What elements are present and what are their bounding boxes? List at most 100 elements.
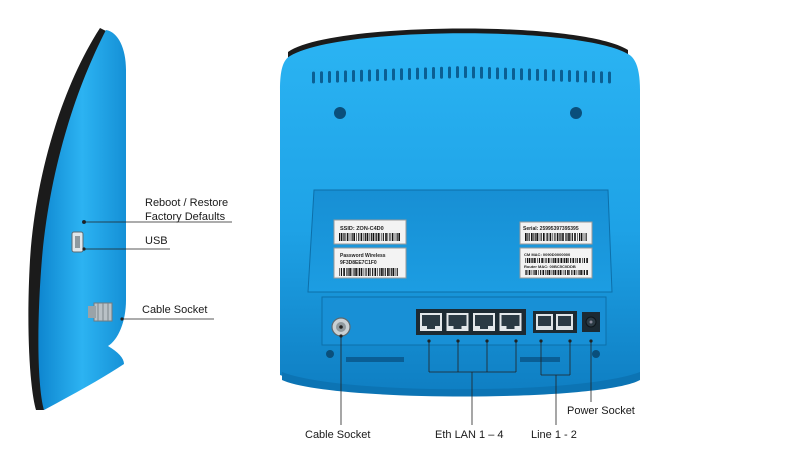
ssid-sticker [333,219,407,245]
barcode-bar [554,270,557,275]
barcode-bar [339,268,340,276]
barcode-bar [568,233,570,241]
vent-slot [512,67,515,80]
barcode-bar [378,233,380,241]
vent-slot [328,70,331,83]
barcode-bar [343,233,344,241]
barcode-bar [565,258,568,263]
vent-slot [456,66,459,79]
vent-slot [576,70,579,83]
barcode-bar [389,268,390,276]
vent-slot [488,67,491,80]
vent-slot [592,70,595,83]
barcode-bar [560,233,562,241]
cable-socket-side-label: Cable Socket [142,304,208,316]
barcode-bar [349,268,351,276]
vent-slot [448,66,451,79]
vent-slot [496,67,499,80]
barcode-bar [357,268,359,276]
barcode-bar [550,270,552,275]
barcode-bar [552,258,554,263]
vent-slot [480,66,483,79]
barcode-bar [582,270,584,275]
power-socket [582,312,600,332]
barcode-bar [355,268,357,276]
vent-slot [600,71,603,84]
line-label: Line 1 - 2 [531,429,577,441]
cable-socket-back-label: Cable Socket [305,429,371,441]
barcode-bar [396,233,398,241]
barcode-bar [377,268,378,276]
barcode-bar [383,268,384,276]
barcode-bar [549,233,552,241]
barcode-bar [572,258,575,263]
barcode-bar [567,270,569,275]
barcode-bar [545,270,546,275]
barcode-bar [540,270,542,275]
barcode-bar [344,233,346,241]
power-socket-label: Power Socket [567,405,635,417]
barcode-bar [570,258,572,263]
barcode-bar [574,233,576,241]
vent-slot [344,70,347,83]
barcode-bar [560,258,563,263]
vent-slot [552,69,555,82]
vent-slot [400,68,403,81]
barcode-bar [546,270,548,275]
barcode-bar [569,270,570,275]
barcode-bar [365,268,367,276]
barcode-bar [528,233,530,241]
password-value-text: 9F3D8EE7C1F0 [340,260,377,266]
barcode-bar [573,270,576,275]
usb-label: USB [145,235,168,247]
screw-hole-left [334,107,346,119]
vent-slot [584,70,587,83]
vent-slot [440,66,443,79]
barcode-bar [538,270,539,275]
barcode-bar [526,258,528,263]
barcode-bar [389,233,391,241]
vent-slot [336,70,339,83]
vent-slot [408,67,411,80]
barcode-bar [580,270,582,275]
router-mac-text: Router MAC: 00BC5C0DDB [524,264,576,269]
barcode-bar [562,270,564,275]
barcode-bar [394,233,396,241]
barcode-bar [525,233,527,241]
vent-slot [312,71,315,84]
barcode-bar [526,270,528,275]
serial-text: Serial: 25995397395395 [523,226,579,232]
barcode-bar [562,258,564,263]
barcode-bar [556,258,558,263]
barcode-bar [554,258,557,263]
barcode-bar [568,258,569,263]
barcode-bar [360,268,363,276]
eth-port [473,313,495,331]
vent-slot [392,68,395,81]
barcode-bar [376,233,378,241]
barcode-bar [586,270,588,275]
reboot-label-line2: Factory Defaults [145,211,226,223]
barcode-bar [562,233,564,241]
barcode-bar [586,258,588,263]
barcode-bar [374,268,377,276]
barcode-bar [381,268,383,276]
vent-slot [608,71,611,84]
vent-slot [504,67,507,80]
vent-slot [544,69,547,82]
barcode-bar [353,268,355,276]
barcode-bar [532,258,534,263]
barcode-bar [571,233,573,241]
barcode-bar [349,233,351,241]
barcode-bar [559,270,562,275]
barcode-bar [579,233,581,241]
barcode-bar [576,270,578,275]
barcode-bar [387,268,389,276]
password-title-text: Password Wireless [340,253,386,259]
barcode-bar [339,233,341,241]
side-black-edge [28,28,108,410]
barcode-bar [366,233,369,241]
barcode-bar [396,268,398,276]
barcode-bar [552,233,554,241]
